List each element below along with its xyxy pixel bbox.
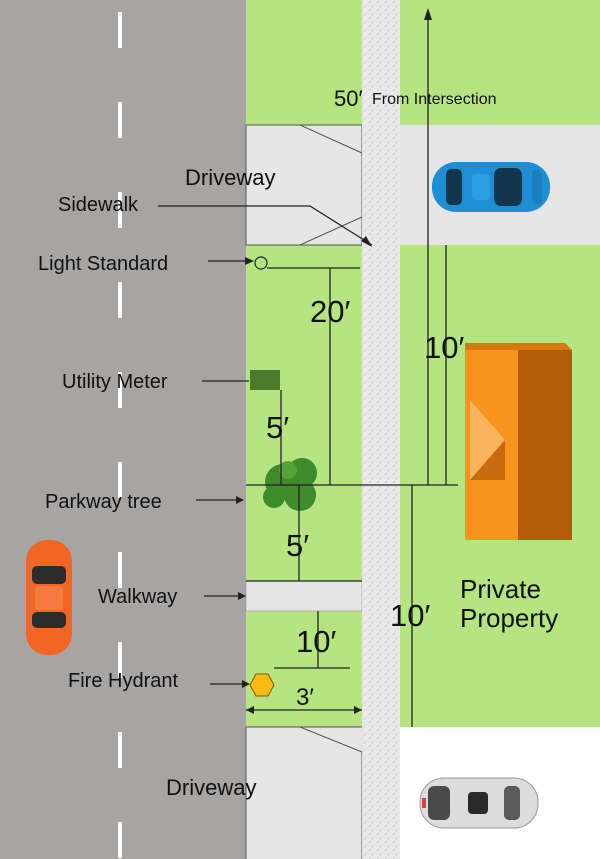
label-walkway: Walkway [98, 586, 177, 608]
label-parkway-tree: Parkway tree [45, 491, 162, 513]
measure-meter-to-tree: 5′ [266, 410, 289, 445]
measure-from-intersection-text: From Intersection [372, 91, 496, 108]
label-private-property-2: Property [460, 603, 558, 633]
fire-hydrant-icon [249, 673, 275, 697]
parkway-tree-icon [263, 458, 317, 511]
road [0, 0, 246, 859]
measure-from-intersection-value: 50′ [334, 86, 363, 111]
measure-walkway-to-hydrant: 10′ [296, 624, 336, 659]
measure-hydrant-to-sidewalk: 3′ [296, 684, 314, 711]
light-standard-icon [254, 256, 268, 270]
arrowheads [236, 8, 432, 714]
car-blue-icon [432, 162, 550, 212]
label-light-standard: Light Standard [38, 253, 168, 275]
driveway-top-apron [246, 125, 362, 245]
label-private-property-1: Private [460, 574, 541, 604]
utility-meter-icon [250, 370, 280, 390]
measure-light-to-meter: 20′ [310, 294, 350, 329]
car-orange-icon [26, 540, 72, 655]
house [465, 343, 572, 540]
dimension-lines [158, 18, 458, 727]
driveway-bottom-apron [246, 727, 362, 859]
measure-driveway-to-tree: 10′ [424, 330, 464, 365]
sidewalk-texture [362, 0, 400, 859]
walkway-strip [245, 580, 363, 612]
label-utility-meter: Utility Meter [62, 371, 168, 393]
measure-tree-to-walkway: 5′ [286, 528, 309, 563]
label-sidewalk: Sidewalk [58, 194, 139, 216]
label-fire-hydrant: Fire Hydrant [68, 670, 178, 692]
label-driveway-bottom: Driveway [166, 775, 256, 800]
car-white-icon [419, 777, 539, 829]
label-driveway-top: Driveway [185, 165, 275, 190]
measure-tree-to-driveway: 10′ [390, 598, 430, 633]
